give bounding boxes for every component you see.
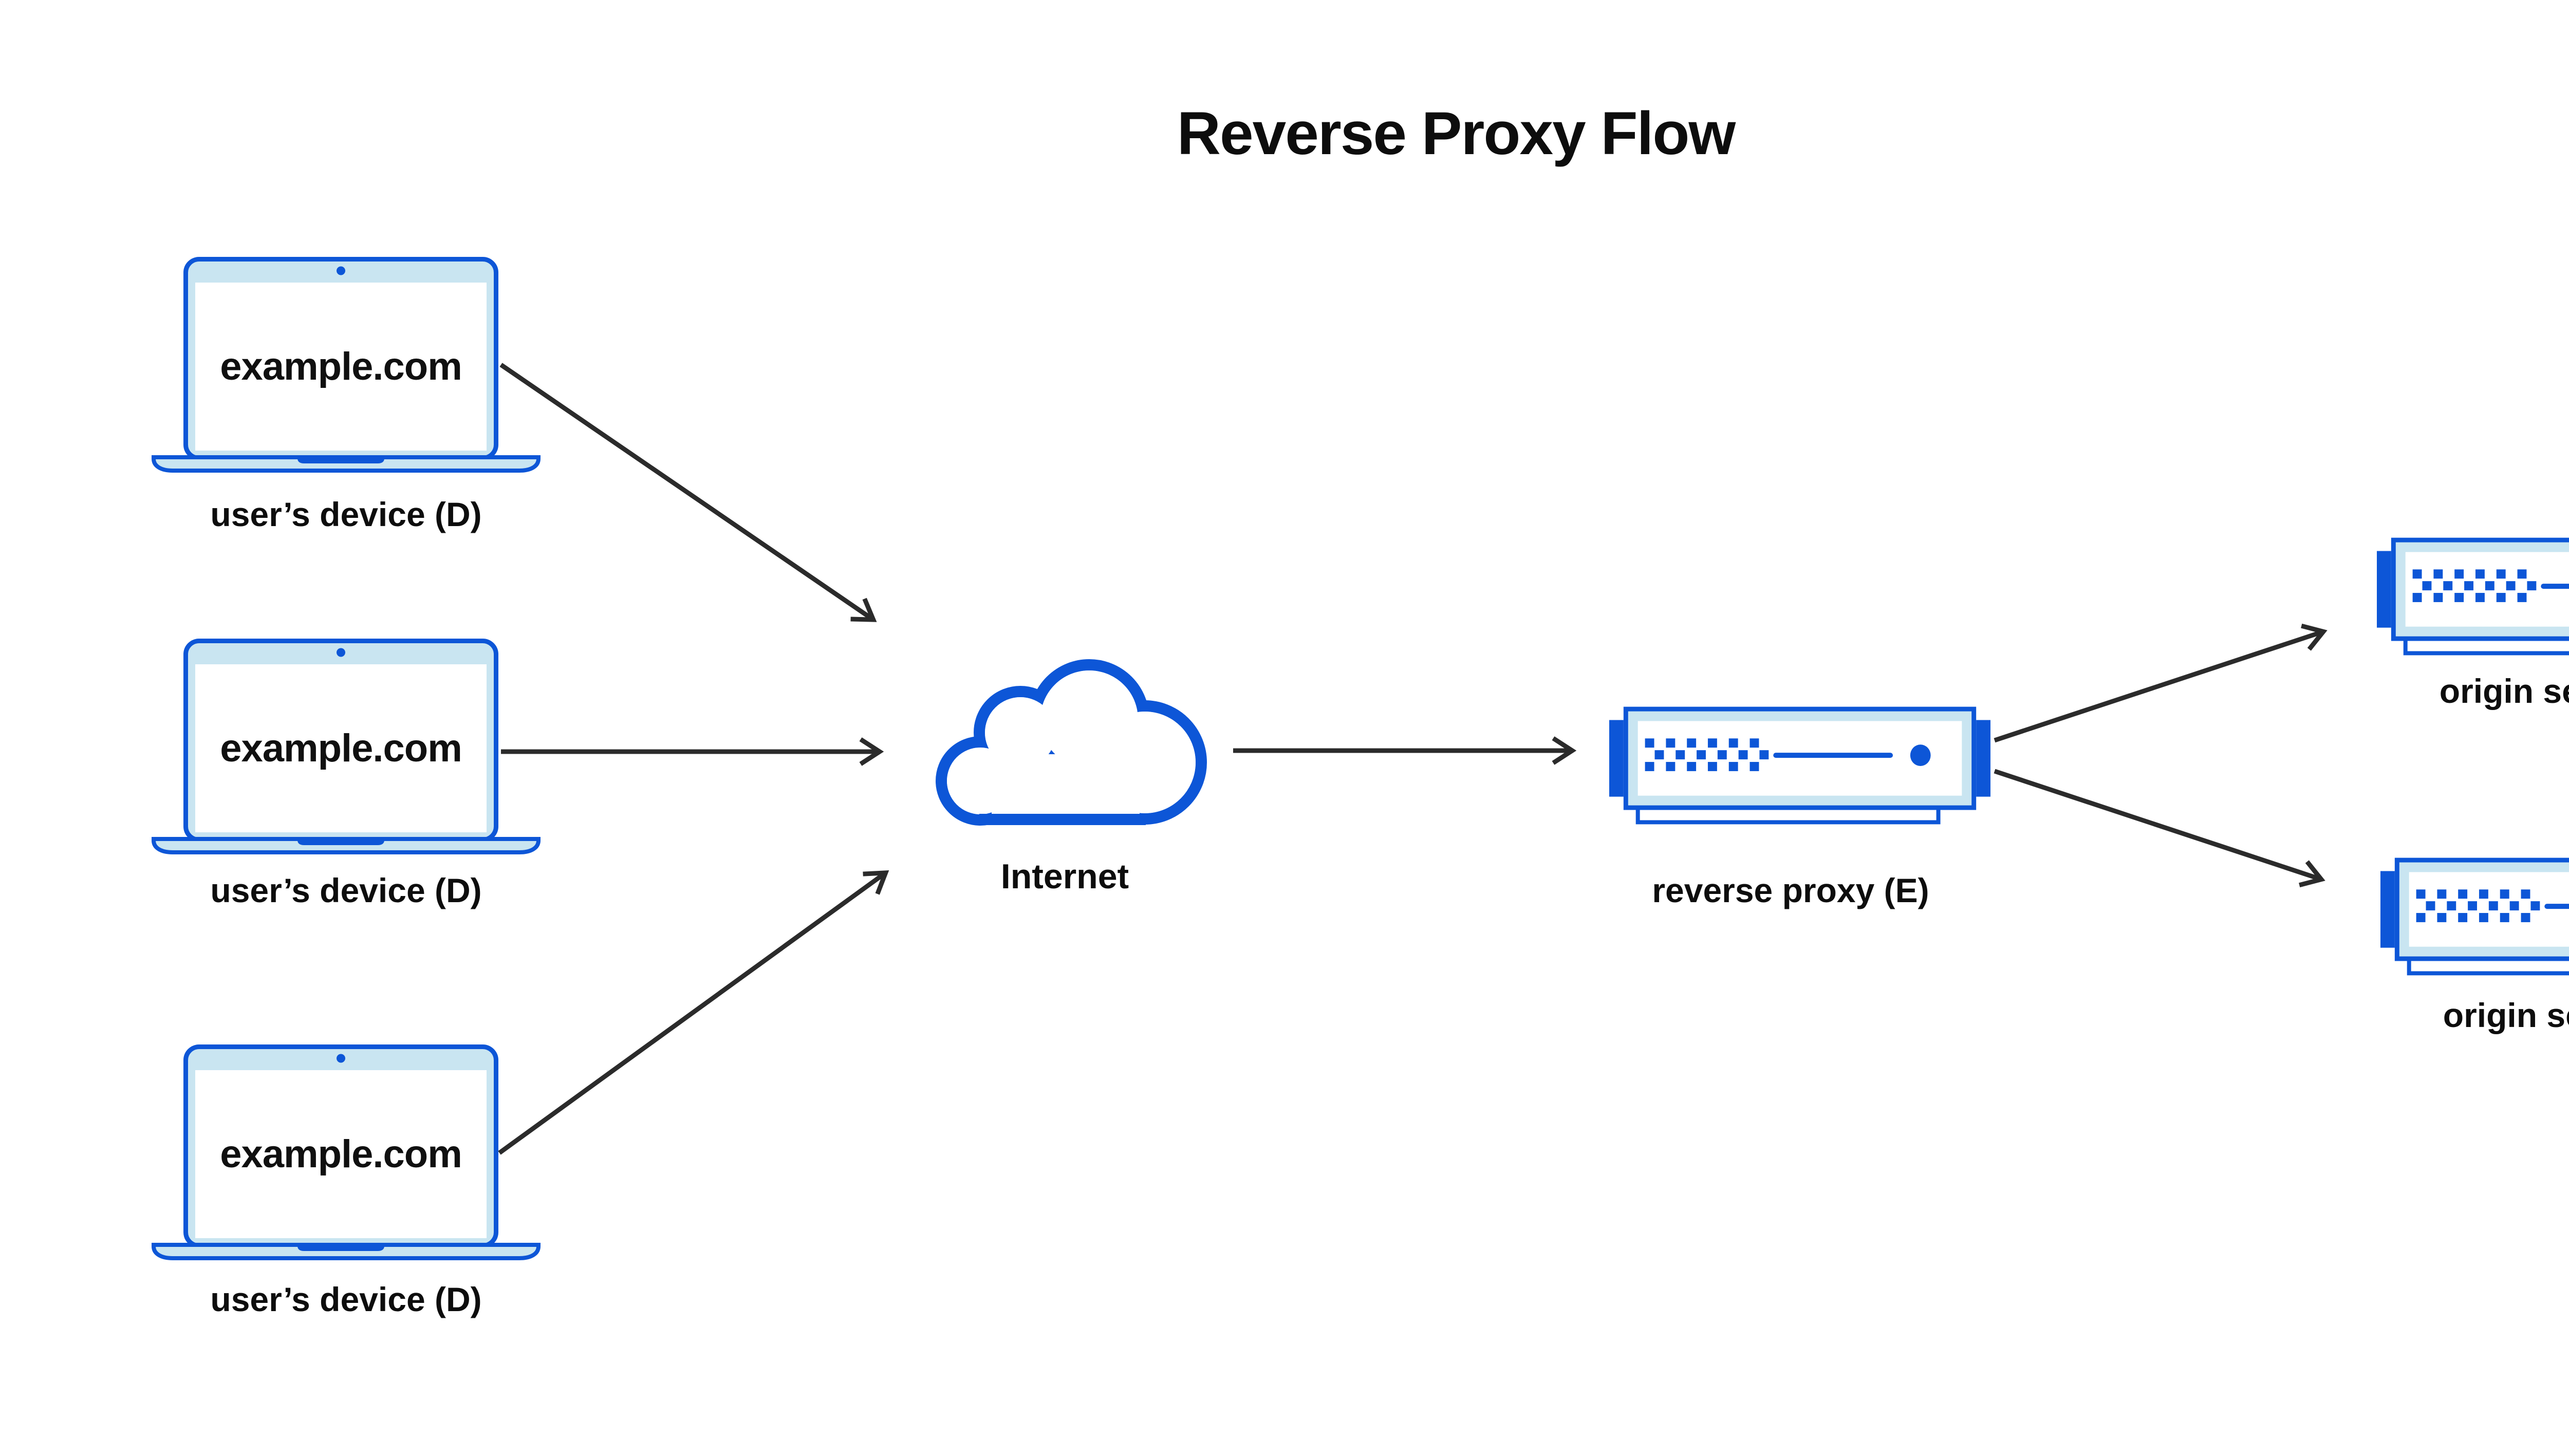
user-device-1-label: user’s device (D) bbox=[210, 495, 482, 533]
user-device-1: example.com bbox=[152, 257, 541, 473]
internet-label: Internet bbox=[1000, 857, 1129, 896]
reverse-proxy-label: reverse proxy (E) bbox=[1652, 871, 1929, 909]
device-screen-text: example.com bbox=[220, 345, 462, 388]
flow-arrow-device1-internet bbox=[499, 363, 877, 622]
origin-server-1-label: origin server (F) bbox=[2439, 672, 2569, 710]
user-device-3-label: user’s device (D) bbox=[210, 1280, 482, 1318]
origin-server-2-label: origin server (F) bbox=[2443, 996, 2569, 1034]
device-screen-text: example.com bbox=[220, 726, 462, 770]
user-device-2: example.com bbox=[152, 639, 541, 854]
flow-arrow-proxy-origin1 bbox=[1994, 623, 2328, 743]
user-device-2-label: user’s device (D) bbox=[210, 871, 482, 909]
device-screen-text: example.com bbox=[220, 1132, 462, 1176]
flow-arrow-proxy-origin2 bbox=[1994, 769, 2325, 888]
user-device-3: example.com bbox=[152, 1044, 541, 1260]
diagram-title: Reverse Proxy Flow bbox=[1177, 100, 1736, 167]
flow-arrow-device3-internet bbox=[498, 870, 889, 1155]
